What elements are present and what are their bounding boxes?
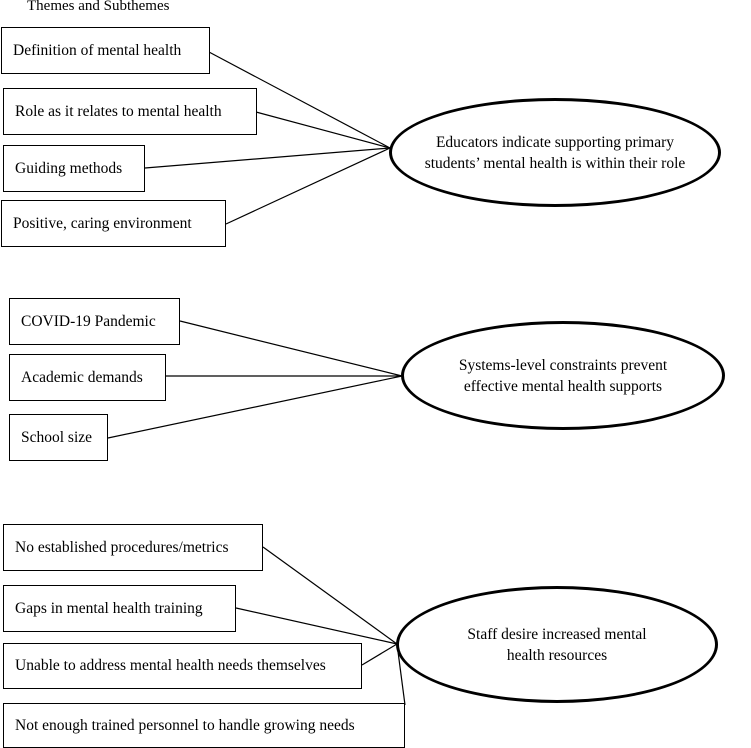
theme-label: Educators indicate supporting primary st… — [424, 133, 686, 172]
theme-label: Systems-level constraints prevent effect… — [458, 356, 668, 395]
connector-line — [255, 111, 391, 149]
theme-oval: Systems-level constraints prevent effect… — [401, 321, 725, 430]
connector-line — [144, 147, 391, 169]
subtheme-box: No established procedures/metrics — [3, 524, 263, 571]
diagram-title: Themes and Subthemes — [27, 0, 170, 14]
subtheme-box: Not enough trained personnel to handle g… — [3, 703, 405, 748]
subtheme-box: School size — [9, 414, 108, 461]
theme-oval: Staff desire increased mental health res… — [396, 586, 718, 703]
connector-line — [179, 320, 403, 377]
subtheme-box: Positive, caring environment — [1, 200, 226, 247]
theme-oval: Educators indicate supporting primary st… — [389, 98, 721, 207]
connector-line — [262, 546, 398, 645]
subtheme-box: Definition of mental health — [1, 27, 210, 74]
connector-line — [361, 643, 398, 666]
subtheme-box: Role as it relates to mental health — [3, 88, 257, 135]
subtheme-box: COVID-19 Pandemic — [9, 298, 180, 345]
connector-line — [208, 51, 391, 149]
subtheme-box: Academic demands — [9, 354, 166, 401]
theme-label: Staff desire increased mental health res… — [467, 625, 647, 664]
connector-line — [107, 375, 403, 439]
connector-line — [235, 607, 398, 645]
subtheme-box: Guiding methods — [3, 145, 145, 192]
subtheme-box: Unable to address mental health needs th… — [3, 643, 362, 689]
connector-line — [225, 147, 391, 225]
subtheme-box: Gaps in mental health training — [3, 585, 236, 632]
